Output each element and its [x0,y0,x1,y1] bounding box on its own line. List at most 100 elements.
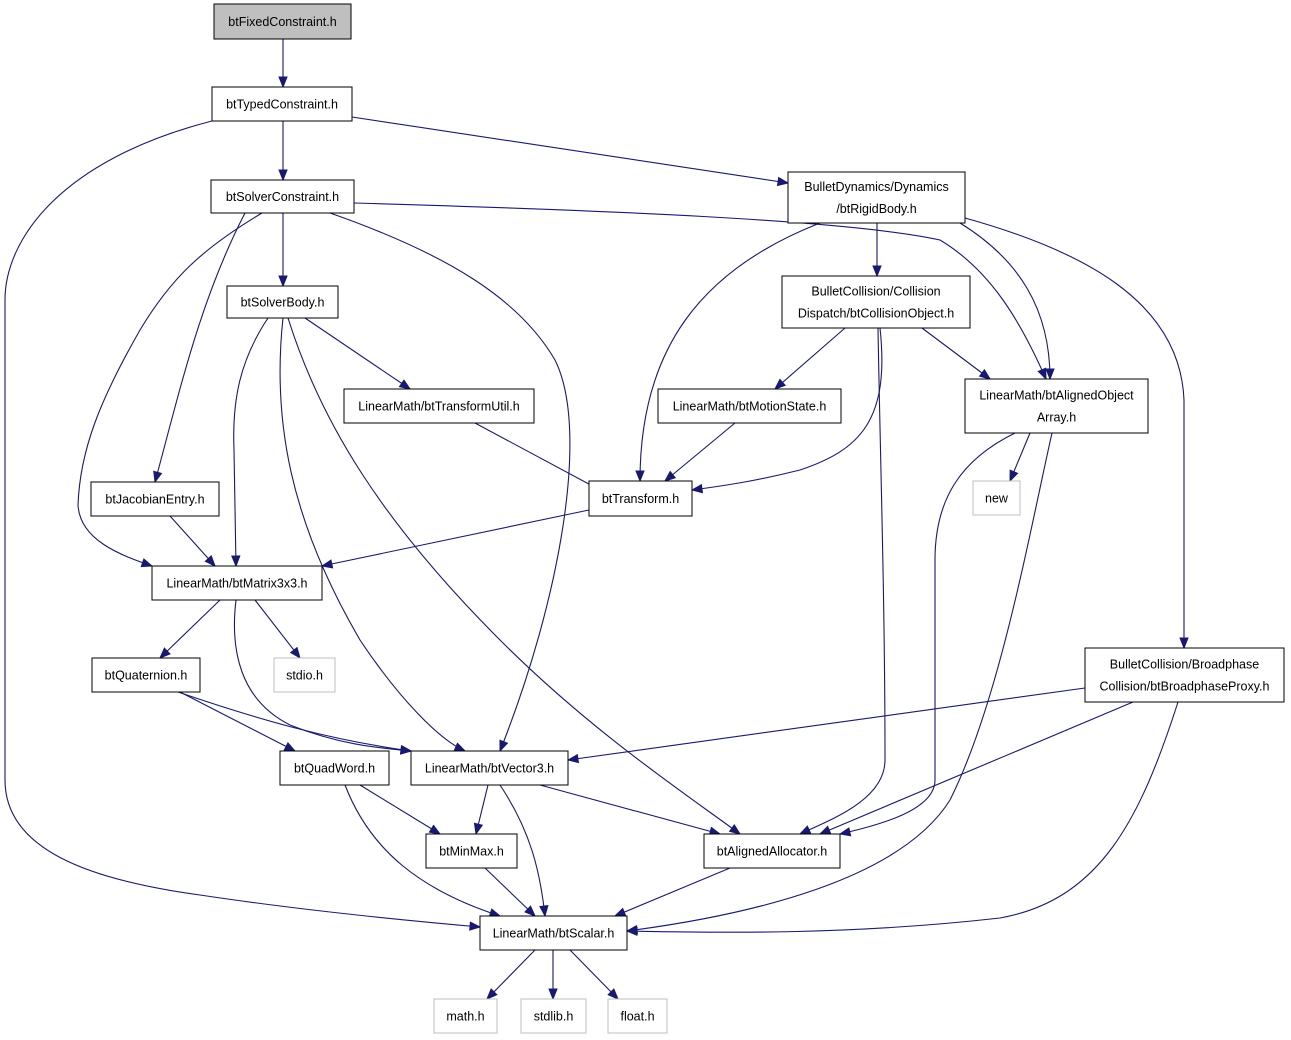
node-label: stdio.h [286,669,323,683]
node-btMotionState[interactable]: LinearMath/btMotionState.h [657,388,842,424]
node-btMatrix3x3[interactable]: LinearMath/btMatrix3x3.h [151,565,323,601]
node-box [91,657,201,693]
edge-btScalar-to-math [486,949,536,1000]
node-btSolverConstraint[interactable]: btSolverConstraint.h [210,179,355,214]
edge-line [474,422,601,491]
node-btScalar[interactable]: LinearMath/btScalar.h [479,915,628,951]
node-btFixedConstraint[interactable]: btFixedConstraint.h [213,3,352,40]
edge-line [329,212,571,752]
edge-btMinMax-to-btScalar [484,867,536,917]
node-stdlib: stdlib.h [520,998,587,1034]
node-label: LinearMath/btScalar.h [493,927,615,941]
edge-arrowhead [283,741,297,752]
edge-arrowhead [1009,469,1019,483]
edge-arrowhead [776,176,790,187]
node-btSolverBody[interactable]: btSolverBody.h [226,285,339,319]
edge-arrowhead [159,647,171,659]
edge-btMatrix3x3-to-stdio [254,599,301,660]
edge-btMotionState-to-btTransform [663,422,736,482]
edge-line [964,217,1185,648]
node-btAlignedAllocator[interactable]: btAlignedAllocator.h [703,833,841,869]
node-btTransform[interactable]: btTransform.h [588,480,693,517]
edge-line [774,327,846,390]
node-float: float.h [607,998,668,1034]
node-btQuadWord[interactable]: btQuadWord.h [279,750,390,786]
edge-arrowhead [539,905,549,918]
node-label: btMinMax.h [439,845,504,859]
edge-btScalar-to-stdlib [548,950,558,1001]
node-btTransformUtil[interactable]: LinearMath/btTransformUtil.h [343,388,535,424]
edge-arrowhead [818,825,832,835]
edge-arrowhead [635,470,645,483]
node-btCollisionObject[interactable]: BulletCollision/CollisionDispatch/btColl… [781,275,971,329]
node-box [588,480,693,517]
node-math: math.h [433,998,498,1034]
edge-btAlignedAllocator-to-btScalar [613,867,731,917]
node-label: stdlib.h [534,1010,574,1024]
edge-line [321,509,590,567]
node-label: btTransform.h [602,492,679,506]
edge-btJacobianEntry-to-btMatrix3x3 [169,515,216,568]
node-btJacobianEntry[interactable]: btJacobianEntry.h [90,481,220,517]
edge-line [154,212,246,483]
node-label: btSolverConstraint.h [226,190,339,204]
edge-line [569,949,619,1000]
node-label: BulletCollision/Broadphase [1110,658,1259,672]
edge-arrowhead [153,470,163,484]
edge-arrowhead [625,926,638,936]
edge-btRigidBody-to-btAlignedObjectArray [959,222,1055,381]
node-btMinMax[interactable]: btMinMax.h [425,833,518,869]
edge-arrowhead [486,988,498,1000]
edge-arrowhead [278,169,288,182]
edge-btSolverBody-to-btMatrix3x3 [231,317,269,568]
node-btTypedConstraint[interactable]: btTypedConstraint.h [211,86,353,122]
node-new: new [972,480,1021,516]
edge-line [159,599,221,659]
edge-arrowhead [320,559,334,569]
node-label: new [985,492,1009,506]
edge-btVector3-to-btAlignedAllocator [539,784,722,836]
node-btBroadphaseProxy[interactable]: BulletCollision/BroadphaseCollision/btBr… [1084,647,1285,703]
edge-btSolverConstraint-to-btVector3 [329,212,571,753]
edge-arrowhead [978,368,992,380]
edge-line [344,784,501,917]
edge-line [486,949,536,1000]
node-stdio: stdio.h [273,657,336,693]
edge-line [664,422,736,482]
node-box [210,179,355,214]
node-box [273,657,336,693]
edge-arrowhead [278,76,288,89]
node-box [211,86,353,122]
node-btQuaternion[interactable]: btQuaternion.h [91,657,201,693]
edge-line [799,327,886,835]
edge-line [499,784,546,917]
edge-arrowhead [278,275,288,288]
edge-arrowhead [1045,368,1055,381]
edge-arrowhead [872,265,882,278]
node-box [425,833,518,869]
edge-btBroadphaseProxy-to-btAlignedAllocator [818,701,1134,835]
node-label: btQuadWord.h [294,762,375,776]
edge-line [567,687,1086,761]
node-box [410,750,569,786]
edge-btRigidBody-to-btTransform [635,222,821,483]
edge-arrowhead [690,483,704,494]
edge-arrowhead [398,379,412,390]
edge-btTransformUtil-to-btTransform [474,422,602,491]
edge-btCollisionObject-to-btMotionState [773,327,846,390]
node-btVector3[interactable]: LinearMath/btVector3.h [410,750,569,786]
edge-line [921,327,991,380]
edge-btQuaternion-to-btQuadWord [179,691,297,752]
edge-layer [4,39,1189,1001]
edge-line [4,120,481,928]
edge-btTypedConstraint-to-btScalar [4,120,482,931]
edge-line [233,317,269,567]
edge-btVector3-to-btMinMax [473,784,489,836]
edge-arrowhead [566,753,580,764]
edge-btMatrix3x3-to-btQuaternion [159,599,221,659]
edge-line [839,432,1016,835]
node-btRigidBody[interactable]: BulletDynamics/Dynamics/btRigidBody.h [787,171,966,224]
edge-line [287,317,741,835]
